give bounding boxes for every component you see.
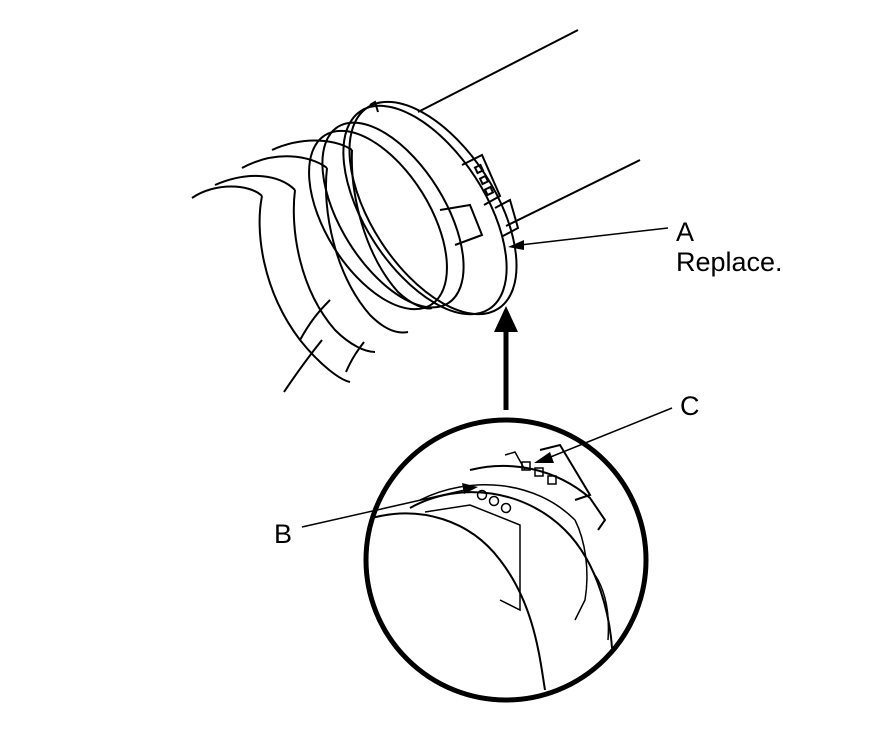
label-a-note: Replace.	[676, 247, 783, 277]
boot-bellows	[191, 121, 465, 393]
label-b: B	[274, 519, 293, 549]
leader-b	[301, 483, 478, 528]
label-a: A	[676, 217, 695, 247]
leader-a	[508, 227, 669, 250]
pipe	[417, 29, 641, 227]
clamp-band	[342, 100, 520, 316]
detail-view	[363, 417, 649, 703]
leader-c	[534, 407, 673, 463]
label-c: C	[680, 391, 700, 421]
detail-arrow	[494, 306, 518, 410]
